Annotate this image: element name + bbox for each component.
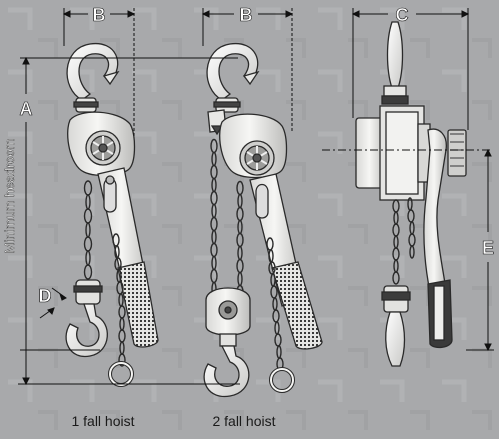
caption-2-fall: 2 fall hoist	[212, 413, 275, 429]
bottom-hook-side	[385, 311, 406, 367]
dimension-lines	[18, 8, 494, 386]
two-fall-hoist	[203, 43, 323, 398]
lever-grip	[117, 261, 159, 348]
lever-side	[423, 128, 447, 293]
caption-1-fall: 1 fall hoist	[71, 413, 134, 429]
minimum-headroom-label: Minimum headroom	[2, 139, 17, 254]
dimension-label-b-2fall: B	[240, 5, 253, 25]
bottom-hook	[65, 303, 108, 358]
top-hook-side	[386, 21, 404, 89]
load-chain	[83, 180, 93, 280]
dimension-label-b-1fall: B	[93, 5, 106, 25]
dimension-label-a: A	[20, 99, 33, 119]
load-chain-right	[236, 180, 244, 300]
dimension-label-e: E	[482, 238, 494, 258]
slack-chain	[266, 237, 284, 371]
load-chain-left	[210, 138, 218, 297]
side-view-hoist	[355, 21, 467, 367]
lever-grip	[271, 261, 323, 350]
dimension-label-d: D	[39, 286, 52, 306]
dimension-label-c: C	[396, 5, 409, 25]
slack-chain	[112, 233, 126, 367]
slack-chain-side	[407, 197, 416, 259]
load-chain-side	[392, 199, 400, 285]
